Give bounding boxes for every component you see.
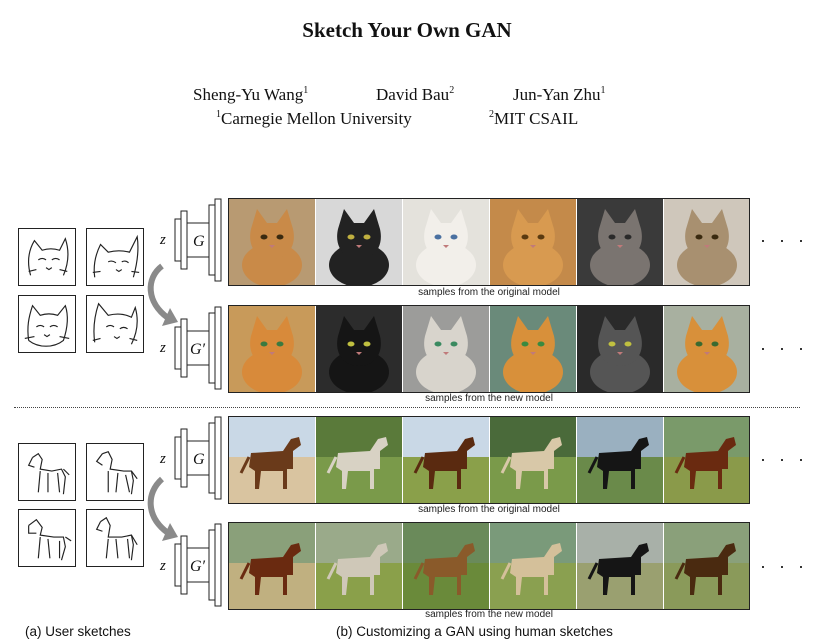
sample-image xyxy=(403,199,489,285)
generator-g-prime-block xyxy=(174,306,222,390)
sample-image xyxy=(490,523,576,609)
sample-image xyxy=(229,199,315,285)
sample-image xyxy=(577,199,663,285)
latent-z-label: z xyxy=(160,451,166,467)
author-3: Jun-Yan Zhu1 xyxy=(513,85,606,105)
latent-z-label: z xyxy=(160,340,166,356)
horse-new-caption: samples from the new model xyxy=(425,609,553,620)
sample-image xyxy=(577,523,663,609)
sample-image xyxy=(490,199,576,285)
finetune-arrow-icon xyxy=(147,263,178,326)
subcaption-b: (b) Customizing a GAN using human sketch… xyxy=(336,624,613,639)
affiliation-2: 2MIT CSAIL xyxy=(489,109,578,129)
sample-image xyxy=(316,417,402,503)
sample-image xyxy=(229,306,315,392)
sample-image xyxy=(403,417,489,503)
author-2: David Bau2 xyxy=(376,85,454,105)
horse-sketch-3 xyxy=(18,509,76,567)
cat-original-caption: samples from the original model xyxy=(418,287,560,298)
cat-new-caption: samples from the new model xyxy=(425,393,553,404)
paper-title: Sketch Your Own GAN xyxy=(302,18,512,42)
sample-image xyxy=(664,523,750,609)
author-name: Jun-Yan Zhu xyxy=(513,85,601,104)
horse-sketch-4 xyxy=(86,509,144,567)
sample-image xyxy=(490,306,576,392)
latent-z-label: z xyxy=(160,558,166,574)
affiliation-mark: 2 xyxy=(489,109,494,120)
more-samples-ellipsis: · · · xyxy=(760,556,808,576)
generator-g-prime-label: G′ xyxy=(190,341,206,358)
affiliation-mark: 1 xyxy=(216,109,221,120)
affiliation-name: Carnegie Mellon University xyxy=(221,109,412,128)
more-samples-ellipsis: · · · xyxy=(760,230,808,250)
generator-g-label: G xyxy=(193,451,205,468)
latent-z-label: z xyxy=(160,232,166,248)
sample-image xyxy=(664,417,750,503)
sample-image xyxy=(316,306,402,392)
author-affiliation-mark: 1 xyxy=(600,85,606,96)
sample-image xyxy=(229,523,315,609)
author-affiliation-mark: 2 xyxy=(449,85,455,96)
horse-original-caption: samples from the original model xyxy=(418,504,560,515)
sample-image xyxy=(577,417,663,503)
cat-sketch-1 xyxy=(18,228,76,286)
sample-image xyxy=(403,306,489,392)
author-name: Sheng-Yu Wang xyxy=(193,85,304,104)
section-divider xyxy=(14,407,800,408)
sample-image xyxy=(664,199,750,285)
sample-image xyxy=(316,199,402,285)
author-1: Sheng-Yu Wang1 xyxy=(193,85,308,105)
sample-image xyxy=(664,306,750,392)
generator-g-block xyxy=(174,416,222,500)
generator-g-label: G xyxy=(193,233,205,250)
sample-image xyxy=(577,306,663,392)
sample-image xyxy=(403,523,489,609)
cat-sketch-4 xyxy=(86,295,144,353)
subcaption-a: (a) User sketches xyxy=(25,624,131,639)
more-samples-ellipsis: · · · xyxy=(760,449,808,469)
affiliation-1: 1Carnegie Mellon University xyxy=(216,109,412,129)
cat-sketch-3 xyxy=(18,295,76,353)
sample-image xyxy=(490,417,576,503)
cat-sketch-2 xyxy=(86,228,144,286)
author-affiliation-mark: 1 xyxy=(303,85,309,96)
horse-sketch-1 xyxy=(18,443,76,501)
generator-g-prime-block xyxy=(174,523,222,607)
generator-g-block xyxy=(174,198,222,282)
sample-image xyxy=(229,417,315,503)
more-samples-ellipsis: · · · xyxy=(760,338,808,358)
author-name: David Bau xyxy=(376,85,450,104)
horse-sketch-2 xyxy=(86,443,144,501)
generator-g-prime-label: G′ xyxy=(190,558,206,575)
sample-image xyxy=(316,523,402,609)
affiliation-name: MIT CSAIL xyxy=(494,109,579,128)
finetune-arrow-icon xyxy=(147,476,178,541)
